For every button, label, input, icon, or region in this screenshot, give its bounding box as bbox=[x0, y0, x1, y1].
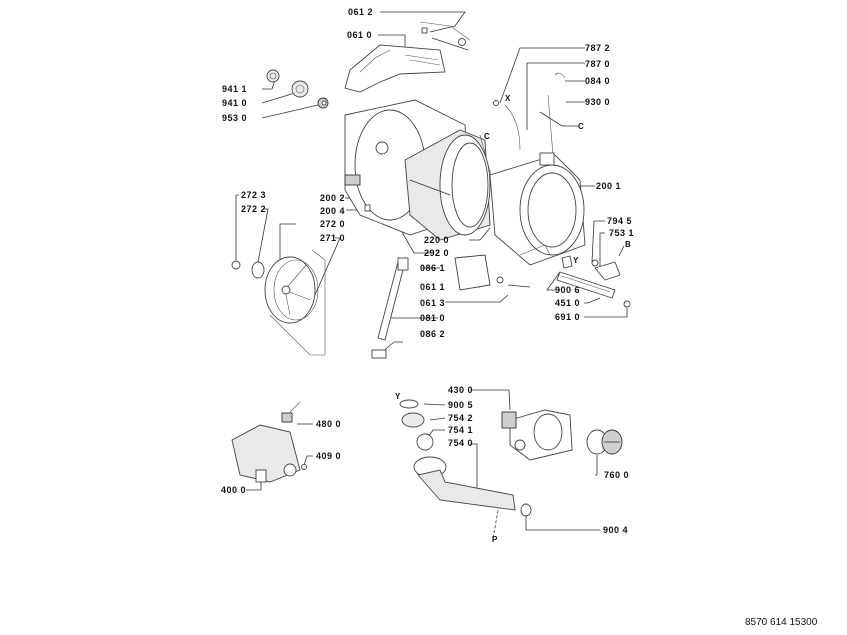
part-label: 941 1 bbox=[222, 84, 248, 94]
shock-absorber bbox=[371, 257, 409, 359]
part-label: 754 2 bbox=[448, 413, 474, 423]
pulley-belt bbox=[231, 249, 326, 356]
part-label: 900 5 bbox=[448, 400, 474, 410]
part-label: 220 0 bbox=[424, 235, 450, 245]
drain-pump bbox=[501, 409, 573, 461]
part-label: 930 0 bbox=[585, 97, 611, 107]
part-label: 086 2 bbox=[420, 329, 446, 339]
part-label: 061 2 bbox=[348, 7, 374, 17]
part-label: 061 3 bbox=[420, 298, 446, 308]
part-label: 409 0 bbox=[316, 451, 342, 461]
bracket-bolt bbox=[419, 21, 471, 51]
front-tub bbox=[489, 152, 586, 266]
part-label: 400 0 bbox=[221, 485, 247, 495]
part-label: 061 0 bbox=[347, 30, 373, 40]
part-label: 084 0 bbox=[585, 76, 611, 86]
part-label: 272 0 bbox=[320, 219, 346, 229]
part-label: 200 4 bbox=[320, 206, 346, 216]
part-label: 794 5 bbox=[607, 216, 633, 226]
motor bbox=[231, 401, 307, 483]
part-label: 292 0 bbox=[424, 248, 450, 258]
part-label: 754 1 bbox=[448, 425, 474, 435]
part-label: 480 0 bbox=[316, 419, 342, 429]
ref-letter-b: B bbox=[625, 240, 631, 249]
part-label: 081 0 bbox=[420, 313, 446, 323]
part-label: 430 0 bbox=[448, 385, 474, 395]
ref-letter-y: Y bbox=[395, 392, 401, 401]
ref-letter-y: Y bbox=[573, 256, 579, 265]
part-label: 272 2 bbox=[241, 204, 267, 214]
part-label: 061 1 bbox=[420, 282, 446, 292]
part-label: 451 0 bbox=[555, 298, 581, 308]
ref-letter-c: C bbox=[578, 122, 584, 131]
part-label: 200 1 bbox=[596, 181, 622, 191]
part-label: 753 1 bbox=[609, 228, 635, 238]
part-label: 086 1 bbox=[420, 263, 446, 273]
document-number: 8570 614 15300 bbox=[745, 617, 818, 628]
part-label: 754 0 bbox=[448, 438, 474, 448]
part-label: 900 6 bbox=[555, 285, 581, 295]
part-label: 272 3 bbox=[241, 190, 267, 200]
part-label: 953 0 bbox=[222, 113, 248, 123]
top-counterweight bbox=[344, 44, 446, 93]
part-label: 900 4 bbox=[603, 525, 629, 535]
part-label: 787 0 bbox=[585, 59, 611, 69]
ref-letter-p: P bbox=[492, 535, 498, 544]
part-label: 271 0 bbox=[320, 233, 346, 243]
drum bbox=[404, 129, 491, 241]
filter bbox=[586, 429, 623, 455]
part-label: 787 2 bbox=[585, 43, 611, 53]
counterweight-block bbox=[454, 254, 531, 291]
bearings bbox=[266, 69, 329, 109]
ref-letter-c: C bbox=[484, 132, 490, 141]
sump-hose bbox=[399, 399, 532, 517]
part-label: 941 0 bbox=[222, 98, 248, 108]
part-label: 200 2 bbox=[320, 193, 346, 203]
part-label: 691 0 bbox=[555, 312, 581, 322]
ref-letter-x: X bbox=[505, 94, 511, 103]
heater bbox=[556, 255, 631, 308]
part-label: 760 0 bbox=[604, 470, 630, 480]
